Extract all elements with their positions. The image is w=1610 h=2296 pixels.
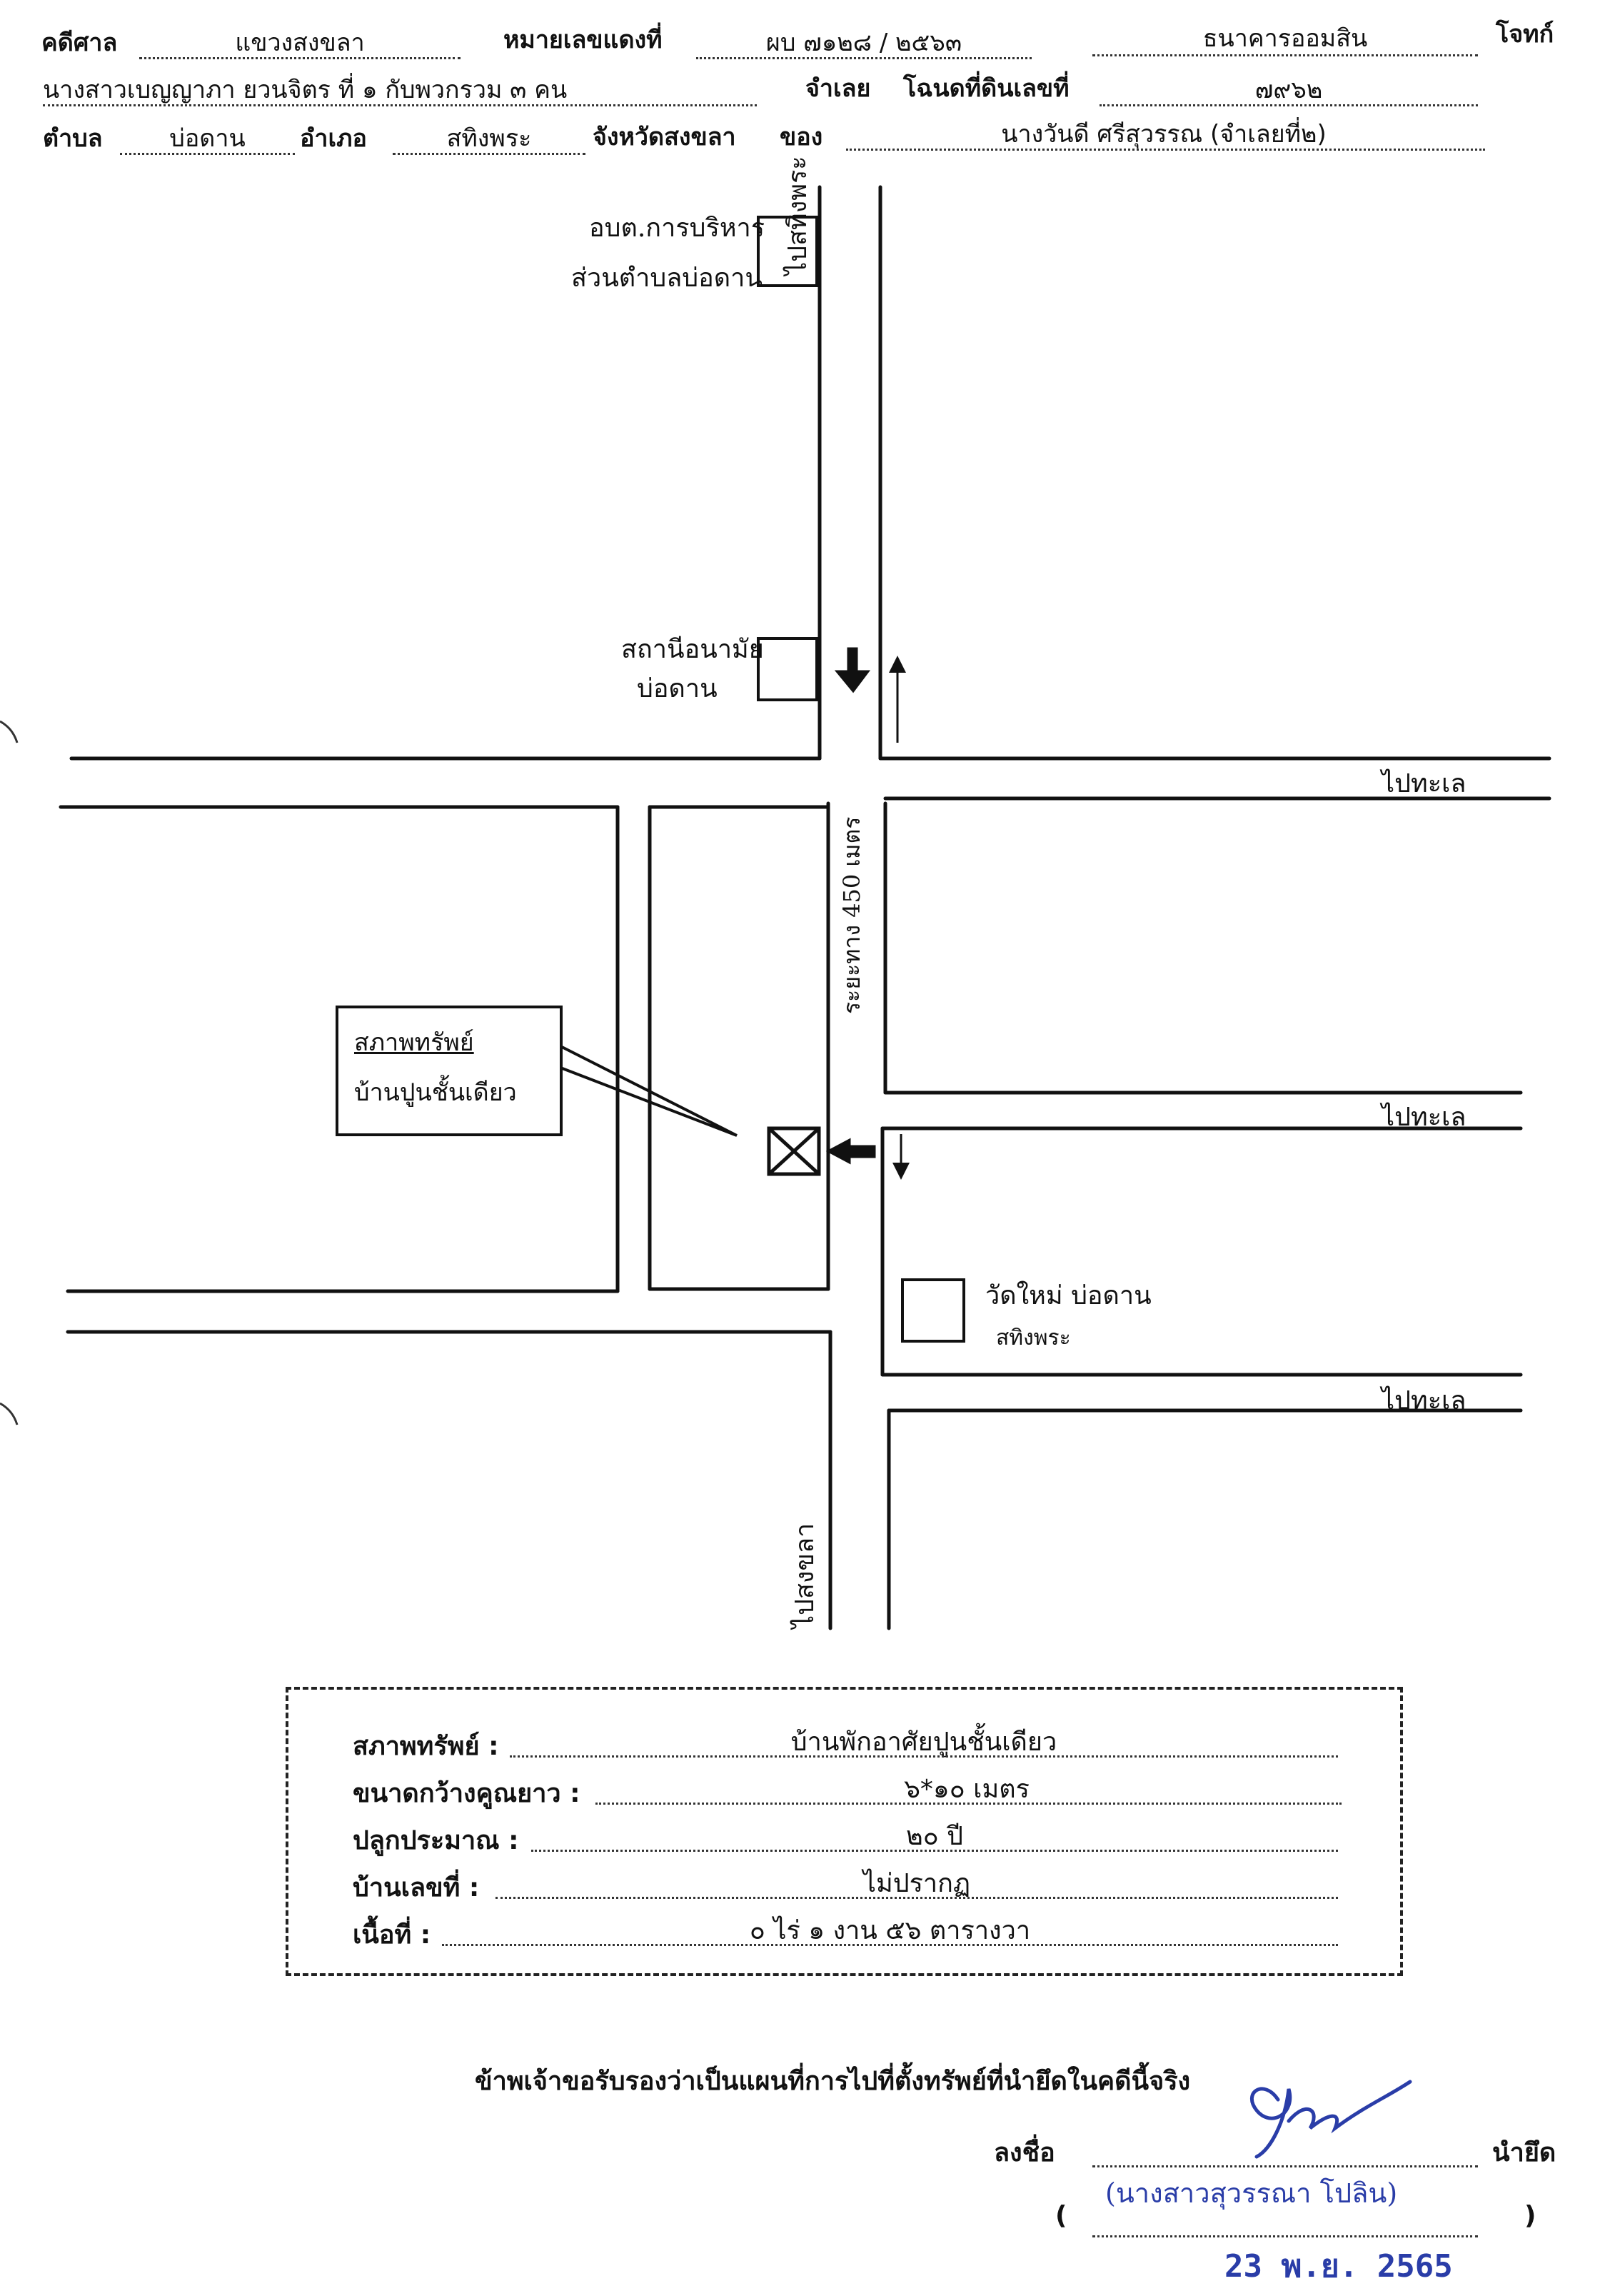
province-label: จังหวัดสงขลา [593,123,736,151]
sea-label-2: ไปทะเล [1382,1103,1466,1132]
info-house-no-label: บ้านเลขที่ : [353,1873,480,1903]
subdistrict-value: บ่อดาน [169,124,246,153]
info-condition-label: สภาพทรัพย์ : [353,1732,499,1761]
sea-label-1: ไปทะเล [1382,769,1466,798]
callout-title: สภาพทรัพย์ [354,1028,474,1057]
health-station-box [757,637,818,701]
info-house-no-value: ไม่ปรากฏ [862,1869,971,1898]
info-size-label: ขนาดกว้างคูณยาว : [353,1779,580,1808]
defendant-label: จำเลย [805,74,871,103]
tao-label-line2: ส่วนตำบลบ่อดาน [571,264,763,293]
temple-line1: วัดใหม่ บ่อดาน [985,1281,1152,1310]
info-age-value: ๒๐ ปี [906,1822,963,1851]
info-age-dotline [531,1850,1338,1852]
court-dotline [139,57,461,59]
tao-label-line1: อบต.การบริหาร [589,214,765,243]
handwritten-signature [1250,2080,1412,2159]
defendant-value: นางสาวเบญญาภา ยวนจิตร ที่ ๑ กับพวกรวม ๓ … [43,76,568,104]
margin-tick-2 [0,1402,19,1425]
deed-label: โฉนดที่ดินเลขที่ [903,74,1070,103]
sign-label: ลงชื่อ [994,2138,1055,2167]
callout-tail [559,1045,738,1137]
info-age-label: ปลูกประมาณ : [353,1826,519,1855]
court-value: แขวงสงขลา [235,29,365,57]
health-station-line1: สถานีอนามัย [621,635,764,664]
deed-value: ๗๙๖๒ [1254,76,1323,104]
close-paren: ) [1524,2201,1536,2230]
plaintiff-value: ธนาคารออมสิน [1202,24,1368,53]
case-no-dotline [696,57,1032,59]
arrow-southbound [834,647,870,693]
info-house-no-dotline [495,1897,1338,1899]
district-value: สทิงพระ [446,124,532,153]
owner-label: ของ [780,123,823,151]
info-size-value: ๖*๑๐ เมตร [904,1775,1030,1804]
info-area-dotline [442,1944,1338,1946]
property-callout: สภาพทรัพย์ บ้านปูนชั้นเดียว [336,1006,563,1136]
temple-box [901,1278,965,1343]
role-label: นำยึด [1492,2138,1556,2167]
distance-label: ระยะทาง 450 เมตร [838,816,865,1014]
property-info-box: สภาพทรัพย์ : บ้านพักอาศัยปูนชั้นเดียว ขน… [286,1687,1403,1976]
owner-value: นางวันดี ศรีสุวรรณ (จำเลยที่๒) [1001,120,1327,149]
info-area-label: เนื้อที่ : [353,1920,431,1950]
info-condition-value: บ้านพักอาศัยปูนชั้นเดียว [790,1728,1057,1757]
defendant-dotline [43,104,757,106]
plaintiff-label: โจทก์ [1496,20,1554,49]
deed-dotline [1100,104,1478,106]
open-paren: ( [1055,2201,1067,2230]
subdistrict-dotline [120,153,295,155]
info-area-value: ๐ ไร่ ๑ งาน ๕๖ ตารางวา [749,1916,1031,1945]
owner-dotline [846,149,1485,151]
tao-office-box [757,216,818,287]
name-dotline [1092,2235,1478,2237]
road-north-label: ไปสทิงพระ [783,156,812,275]
subdistrict-label: ตำบล [43,124,103,153]
road-south-label: ไปสงขลา [790,1523,820,1628]
callout-desc: บ้านปูนชั้นเดียว [354,1078,517,1107]
info-size-dotline [595,1803,1342,1805]
margin-tick-1 [0,720,19,743]
sea-label-3: ไปทะเล [1382,1386,1466,1415]
arrow-to-property [825,1138,876,1165]
district-label: อำเภอ [300,124,367,153]
court-label: คดีศาล [41,29,118,57]
case-no-value: ผบ ๗๑๒๘ / ๒๕๖๓ [765,29,962,57]
info-condition-dotline [510,1755,1338,1758]
property-marker [767,1126,821,1176]
signer-name: (นางสาวสุวรรณา โปลิน) [1105,2177,1398,2209]
district-dotline [393,153,585,155]
signature-dotline [1092,2165,1478,2167]
temple-line2: สทิงพระ [996,1325,1071,1350]
date-stamp: 23 พ.ย. 2565 [1224,2248,1453,2285]
health-station-line2: บ่อดาน [637,674,718,703]
case-no-label: หมายเลขแดงที่ [503,26,663,54]
plaintiff-dotline [1092,54,1478,56]
certify-statement: ข้าพเจ้าขอรับรองว่าเป็นแผนที่การไปที่ตั้… [475,2067,1191,2096]
